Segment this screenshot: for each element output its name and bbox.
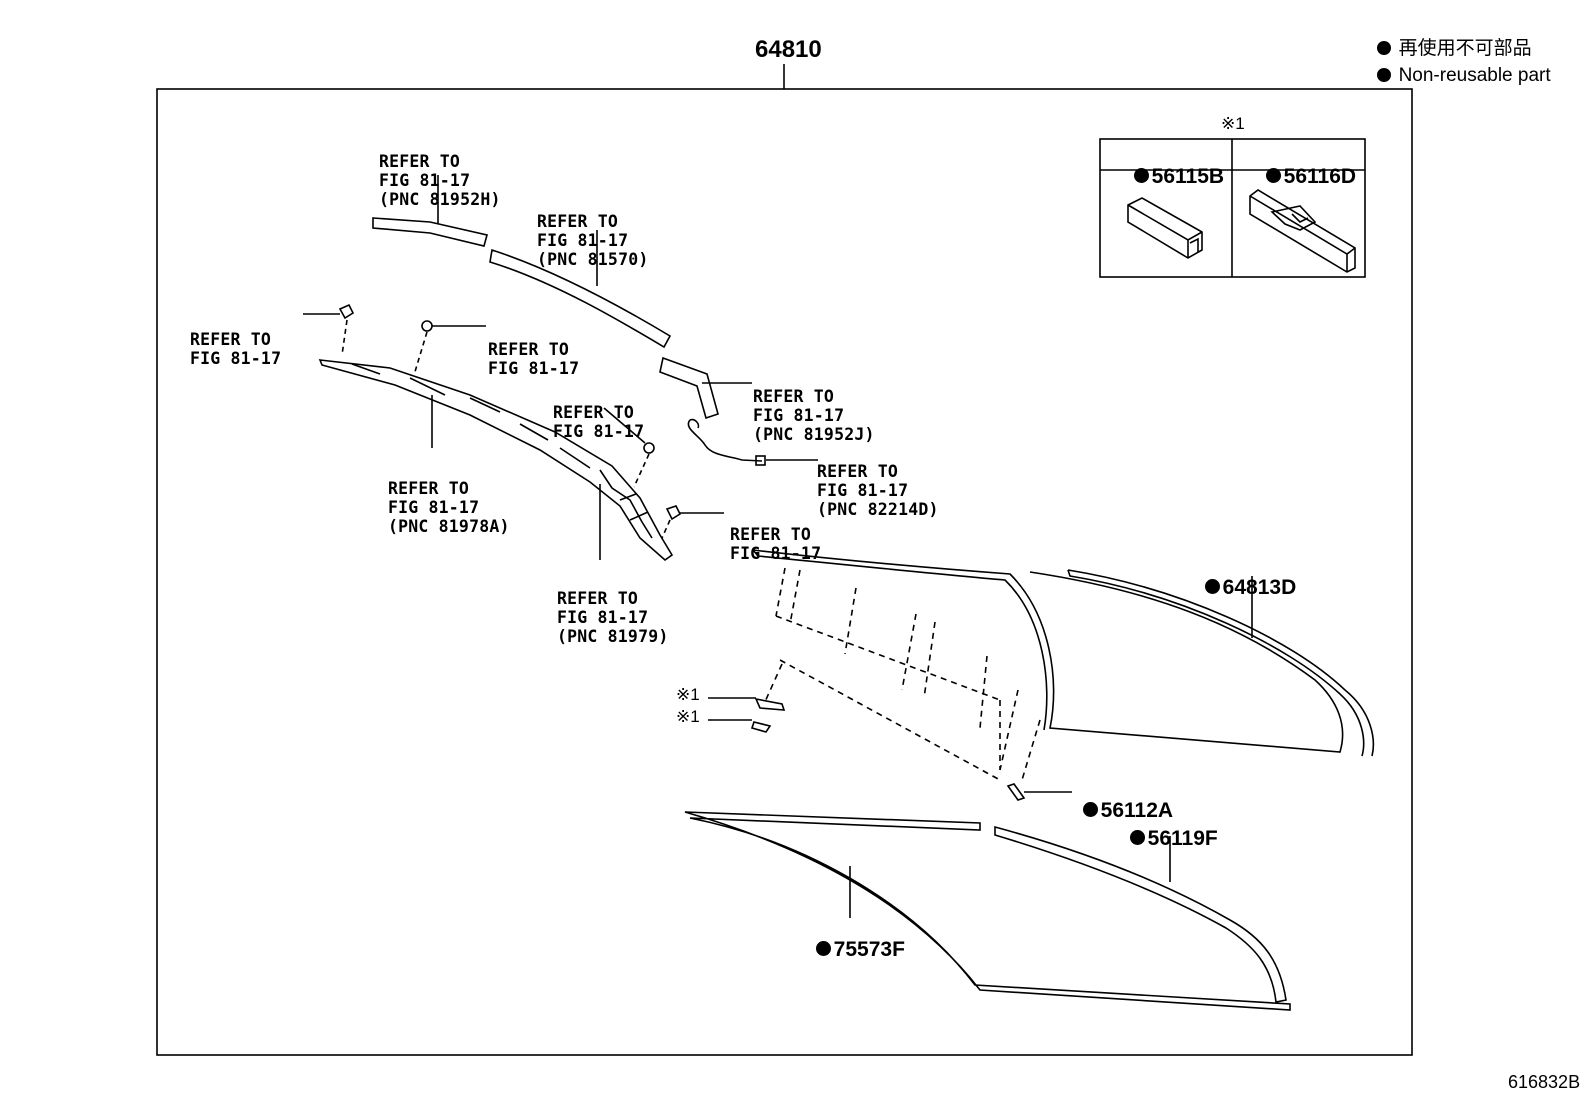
legend-japanese: 再使用不可部品 [1366,10,1532,62]
retainer-81978a [318,359,674,562]
bullet-icon [1376,68,1391,82]
clip-a [338,303,355,320]
clip-b [421,320,433,332]
harness-82214d [687,419,763,462]
non-reusable-icon [1082,802,1098,817]
kit-part-56115b[interactable]: 56115B [1122,141,1224,189]
bullet-icon [1376,41,1391,55]
non-reusable-icon [1133,168,1149,183]
assembly-dashes [763,567,1041,781]
diagram-number: 616832B [1508,1072,1581,1092]
spacer-1 [754,697,786,711]
part-64813d[interactable]: 64813D [1193,552,1296,600]
main-part-number[interactable]: 64810 [755,36,822,63]
part-56119f[interactable]: 56119F [1118,803,1218,851]
clip-c [643,442,655,454]
non-reusable-icon [1204,579,1220,594]
dam-75573f [684,811,1291,1011]
non-reusable-icon [815,941,831,956]
legend-english: Non-reusable part [1366,37,1551,89]
clip-56116d-shape [1249,189,1356,273]
note-ref-2: ※1 [676,707,700,726]
back-glass-64813d [752,549,1375,757]
kit-part-56116d[interactable]: 56116D [1254,141,1356,189]
spacer-2 [750,721,772,733]
moulding-81952j [659,356,719,420]
moulding-81952h [372,217,488,247]
part-75573f[interactable]: 75573F [804,914,905,962]
spacer-56112a [1006,783,1026,801]
kit-note: ※1 [1221,114,1245,133]
non-reusable-icon [1129,830,1145,845]
moulding-81570 [489,248,672,349]
non-reusable-icon [1265,168,1281,183]
clip-56115b-shape [1127,197,1203,259]
part-56112a[interactable]: 56112A [1071,775,1173,823]
moulding-56119f [994,825,1287,1003]
note-ref-1: ※1 [676,685,700,704]
clip-d [665,505,682,521]
